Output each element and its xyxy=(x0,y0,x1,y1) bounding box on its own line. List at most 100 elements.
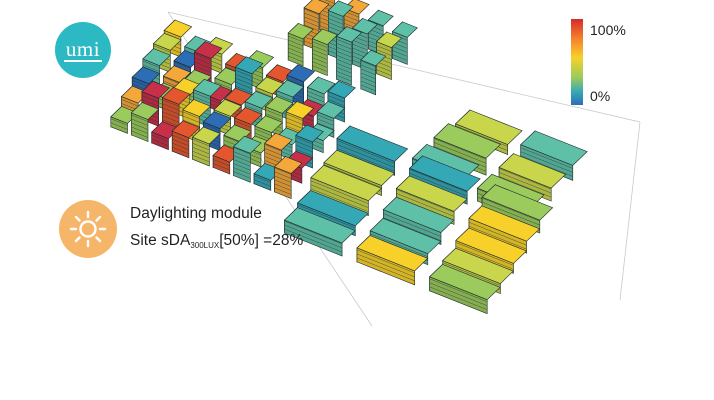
block-front-face xyxy=(312,38,328,77)
floor-line xyxy=(433,138,487,160)
floor-line xyxy=(520,155,573,177)
building-block xyxy=(306,76,336,115)
block-top-face xyxy=(303,0,330,15)
block-top-face xyxy=(316,101,346,119)
block-top-face xyxy=(336,26,363,43)
floor-line xyxy=(295,149,313,157)
floor-line xyxy=(356,249,415,274)
floor-line xyxy=(173,61,191,69)
block-top-face xyxy=(163,19,193,38)
floor-line xyxy=(360,76,376,83)
color-scale-min-label: 0% xyxy=(590,88,611,104)
floor-line xyxy=(360,68,376,75)
block-top-face xyxy=(369,217,442,255)
floor-line xyxy=(499,172,552,194)
block-top-face xyxy=(433,123,502,159)
floor-line xyxy=(392,54,408,61)
building-block xyxy=(233,135,262,183)
floor-line xyxy=(336,63,352,70)
floor-line xyxy=(162,103,180,111)
floor-line xyxy=(336,71,352,78)
block-top-face xyxy=(310,164,382,202)
floor-line xyxy=(310,188,369,212)
floor-line xyxy=(285,113,303,121)
building-block xyxy=(429,263,501,315)
block-top-face xyxy=(233,107,263,125)
building-block xyxy=(468,205,541,254)
floor-line xyxy=(352,47,368,55)
floor-line xyxy=(253,179,271,187)
floor-line xyxy=(336,59,352,66)
floor-line xyxy=(360,84,376,91)
floor-line xyxy=(295,145,313,153)
building-block xyxy=(311,28,338,77)
floor-line xyxy=(328,18,344,25)
block-top-face xyxy=(327,80,356,99)
floor-line xyxy=(312,61,328,68)
floor-line xyxy=(151,138,169,146)
floor-line xyxy=(233,151,251,159)
floor-line xyxy=(327,99,345,107)
block-front-face xyxy=(336,35,352,86)
floor-line xyxy=(336,144,395,168)
building-block xyxy=(376,31,403,81)
floor-line xyxy=(312,41,328,48)
block-top-face xyxy=(192,126,221,145)
floor-line xyxy=(182,119,200,127)
floor-line xyxy=(433,146,487,168)
block-top-face xyxy=(351,18,378,35)
building-block xyxy=(161,86,191,135)
floor-line xyxy=(153,45,171,53)
block-top-face xyxy=(395,175,468,212)
floor-line xyxy=(132,80,149,88)
block-top-face xyxy=(455,227,528,264)
block-top-face xyxy=(360,49,387,67)
floor-line xyxy=(520,147,573,169)
floor-line xyxy=(233,163,251,171)
floor-line xyxy=(409,173,468,197)
floor-line xyxy=(193,92,211,100)
floor-line xyxy=(312,57,328,64)
block-top-face xyxy=(285,101,315,119)
block-top-face xyxy=(193,41,223,59)
floor-line xyxy=(482,197,540,222)
floor-line xyxy=(360,60,376,67)
floor-line xyxy=(429,282,488,306)
floor-line xyxy=(264,144,282,152)
floor-line xyxy=(317,118,335,126)
floor-line xyxy=(304,20,320,27)
block-top-face xyxy=(141,80,171,99)
floor-line xyxy=(297,204,356,229)
floor-line xyxy=(336,148,395,172)
floor-line xyxy=(285,117,303,125)
floor-line xyxy=(468,222,527,246)
floor-line xyxy=(172,134,189,143)
floor-line xyxy=(360,64,376,71)
site-boundary-line xyxy=(619,121,641,301)
floor-line xyxy=(276,94,294,102)
block-top-face xyxy=(520,130,588,166)
floor-line xyxy=(131,118,149,126)
block-top-face xyxy=(213,99,243,117)
floor-line xyxy=(264,148,282,156)
block-top-face xyxy=(264,132,293,151)
floor-line xyxy=(336,140,395,164)
block-top-face xyxy=(367,9,394,27)
floor-line xyxy=(288,39,304,47)
building-block xyxy=(360,49,387,96)
floor-line xyxy=(162,115,180,123)
building-block xyxy=(130,101,160,143)
floor-line xyxy=(392,50,408,57)
floor-line xyxy=(323,164,382,188)
building-block xyxy=(273,155,303,199)
floor-line xyxy=(264,156,282,164)
floor-line xyxy=(203,123,221,131)
floor-line xyxy=(233,147,251,155)
floor-line xyxy=(233,155,251,163)
floor-line xyxy=(360,80,376,87)
floor-line xyxy=(317,122,335,130)
floor-line xyxy=(286,79,304,87)
floor-line xyxy=(141,99,159,107)
floor-line xyxy=(304,8,320,15)
floor-line xyxy=(110,122,128,130)
